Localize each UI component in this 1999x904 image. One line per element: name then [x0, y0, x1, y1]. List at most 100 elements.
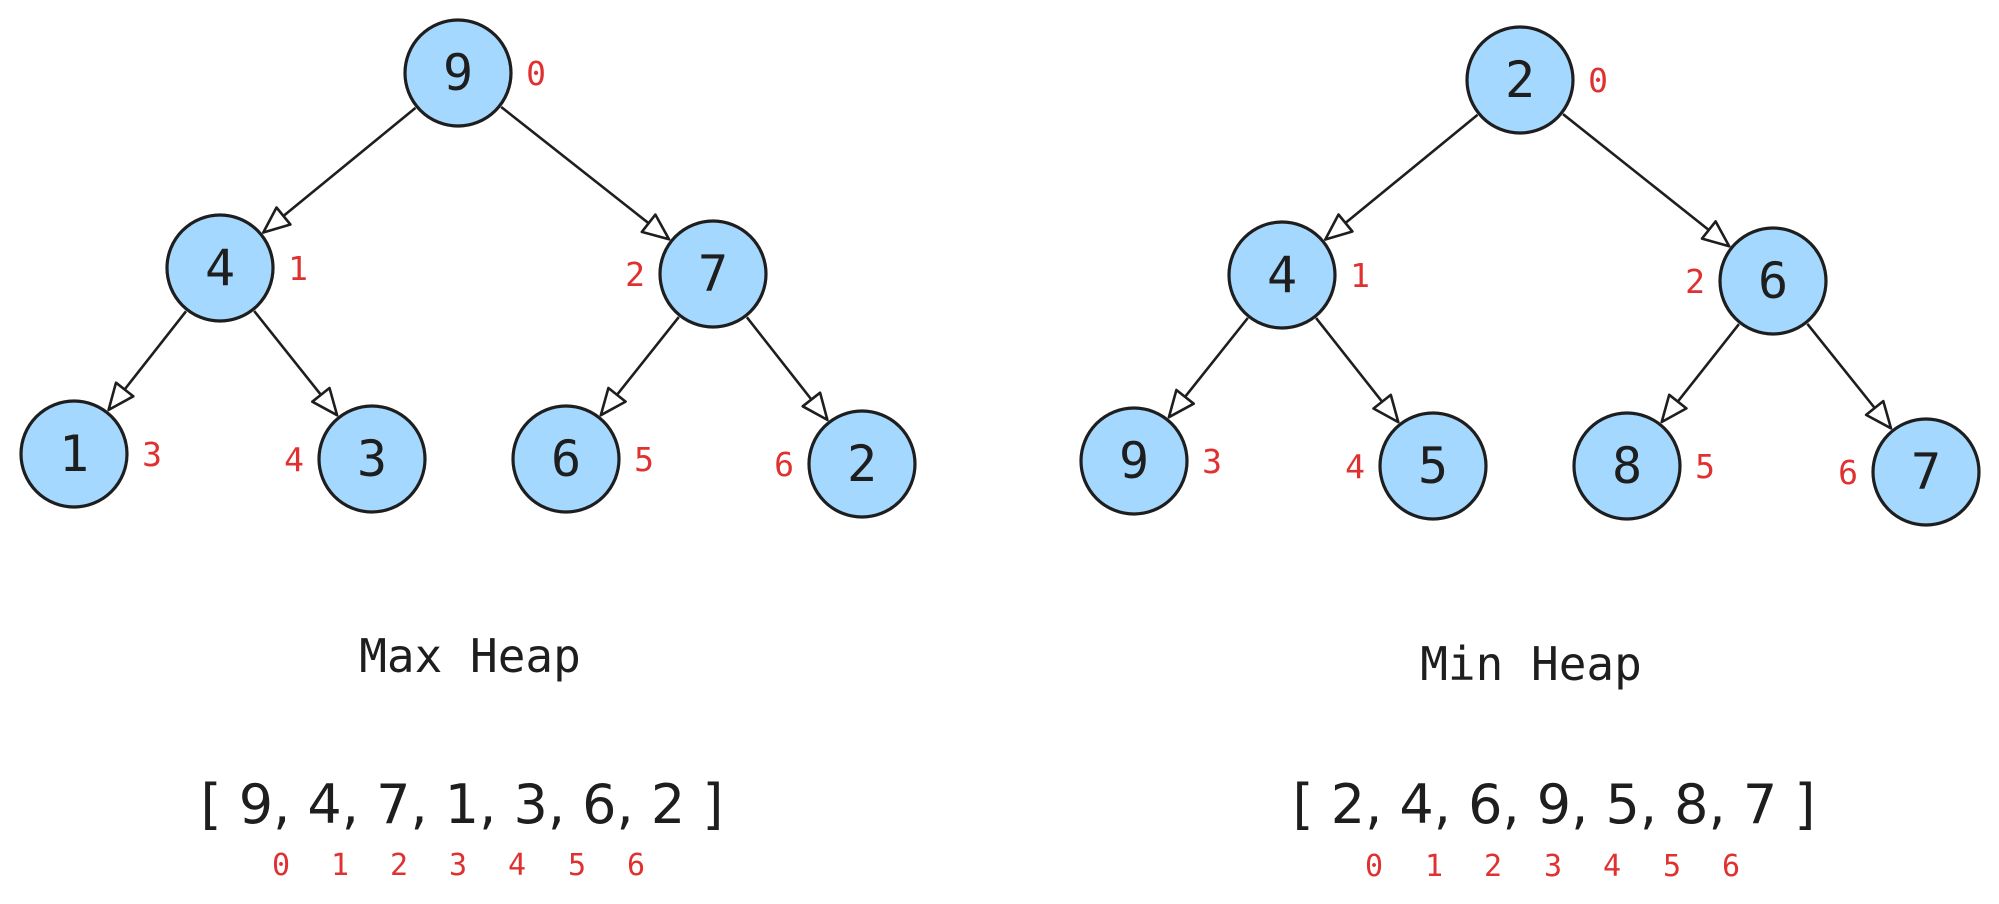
- min-heap-edge-0-2: [1562, 113, 1731, 248]
- min-heap-edge-0-1: [1324, 113, 1479, 241]
- edge-line: [123, 310, 188, 391]
- max-heap-array-index-6: 6: [627, 848, 645, 883]
- arrowhead: [801, 391, 829, 422]
- min-heap-edge-2-5: [1660, 323, 1740, 424]
- node-circle: [1079, 406, 1189, 516]
- node-value: 8: [1612, 437, 1642, 495]
- min-heap-array: [ 2, 4, 6, 9, 5, 8, 7 ]: [1293, 773, 1816, 836]
- node-value: 7: [1911, 443, 1941, 501]
- node-value: 1: [59, 425, 89, 483]
- edge-line: [1184, 317, 1249, 398]
- arrowhead: [1167, 388, 1195, 419]
- min-heap-array-index-2: 2: [1484, 849, 1502, 884]
- node-index-label: 2: [1685, 262, 1705, 301]
- edge-line: [500, 105, 650, 225]
- max-heap-edge-1-4: [253, 310, 339, 417]
- node-value: 6: [551, 430, 581, 488]
- node-index-label: 3: [1202, 442, 1222, 481]
- arrowhead: [261, 206, 292, 234]
- edge-line: [253, 310, 322, 396]
- node-circle: [1718, 226, 1828, 336]
- node-index-label: 5: [634, 440, 654, 479]
- node-circle: [317, 404, 427, 514]
- max-heap-node-6: 26: [774, 409, 917, 519]
- edge-line: [282, 106, 417, 218]
- node-index-label: 0: [526, 54, 546, 93]
- edge-line: [1344, 113, 1479, 225]
- min-heap-array-index-6: 6: [1722, 849, 1740, 884]
- node-circle: [1227, 220, 1337, 330]
- max-heap-edge-0-1: [261, 106, 417, 234]
- node-circle: [19, 399, 129, 509]
- node-value: 2: [847, 435, 877, 493]
- node-circle: [658, 219, 768, 329]
- max-heap-array-index-3: 3: [449, 848, 467, 883]
- node-circle: [1871, 417, 1981, 527]
- node-index-label: 2: [625, 255, 645, 294]
- min-heap-array-index-5: 5: [1663, 849, 1681, 884]
- max-heap-edge-0-2: [500, 105, 671, 241]
- min-heap-edge-2-6: [1806, 323, 1893, 430]
- node-circle: [165, 213, 275, 323]
- max-heap-edge-2-6: [745, 316, 829, 422]
- min-heap-array-index-3: 3: [1544, 849, 1562, 884]
- node-circle: [1572, 411, 1682, 521]
- node-index-label: 1: [1350, 256, 1370, 295]
- edge-line: [745, 316, 813, 401]
- node-index-label: 5: [1695, 447, 1715, 486]
- edge-line: [1562, 113, 1710, 232]
- min-heap-array-index-4: 4: [1603, 849, 1621, 884]
- max-heap-node-4: 34: [284, 404, 427, 514]
- min-heap-node-6: 76: [1838, 417, 1981, 527]
- node-index-label: 4: [284, 440, 304, 479]
- node-value: 3: [357, 430, 387, 488]
- node-circle: [1465, 25, 1575, 135]
- min-heap-array-index-0: 0: [1365, 849, 1383, 884]
- arrowhead: [1372, 393, 1400, 424]
- arrowhead: [107, 381, 135, 412]
- node-index-label: 3: [142, 435, 162, 474]
- min-heap-edge-1-3: [1167, 317, 1249, 419]
- node-value: 5: [1418, 437, 1448, 495]
- arrowhead: [599, 386, 627, 417]
- max-heap-edge-2-5: [599, 316, 680, 417]
- labels-layer: Max Heap Min Heap [ 9, 4, 7, 1, 3, 6, 2 …: [201, 629, 1816, 836]
- node-index-label: 1: [288, 249, 308, 288]
- max-heap-array-index-1: 1: [331, 848, 349, 883]
- edge-line: [1315, 317, 1384, 403]
- arrowhead: [310, 386, 339, 417]
- max-heap-array-index-2: 2: [390, 848, 408, 883]
- node-circle: [807, 409, 917, 519]
- arrowhead: [1324, 213, 1354, 241]
- node-index-label: 4: [1345, 447, 1365, 486]
- max-heap-title: Max Heap: [359, 629, 581, 683]
- node-index-label: 0: [1588, 61, 1608, 100]
- node-circle: [403, 18, 513, 128]
- node-value: 9: [443, 44, 473, 102]
- max-heap-array-index-4: 4: [508, 848, 526, 883]
- arrowhead: [640, 213, 671, 241]
- node-value: 4: [1267, 246, 1297, 304]
- min-heap-node-4: 54: [1345, 411, 1488, 521]
- max-heap-array-index-5: 5: [568, 848, 586, 883]
- node-index-label: 6: [774, 445, 794, 484]
- node-circle: [1378, 411, 1488, 521]
- min-heap-title: Min Heap: [1420, 637, 1642, 691]
- edge-line: [1676, 323, 1740, 403]
- edges-layer: [107, 105, 1893, 430]
- arrowhead: [1660, 393, 1688, 424]
- node-value: 2: [1505, 51, 1535, 109]
- max-heap-node-2: 72: [625, 219, 768, 329]
- max-heap-edge-1-3: [107, 310, 188, 412]
- node-index-label: 6: [1838, 453, 1858, 492]
